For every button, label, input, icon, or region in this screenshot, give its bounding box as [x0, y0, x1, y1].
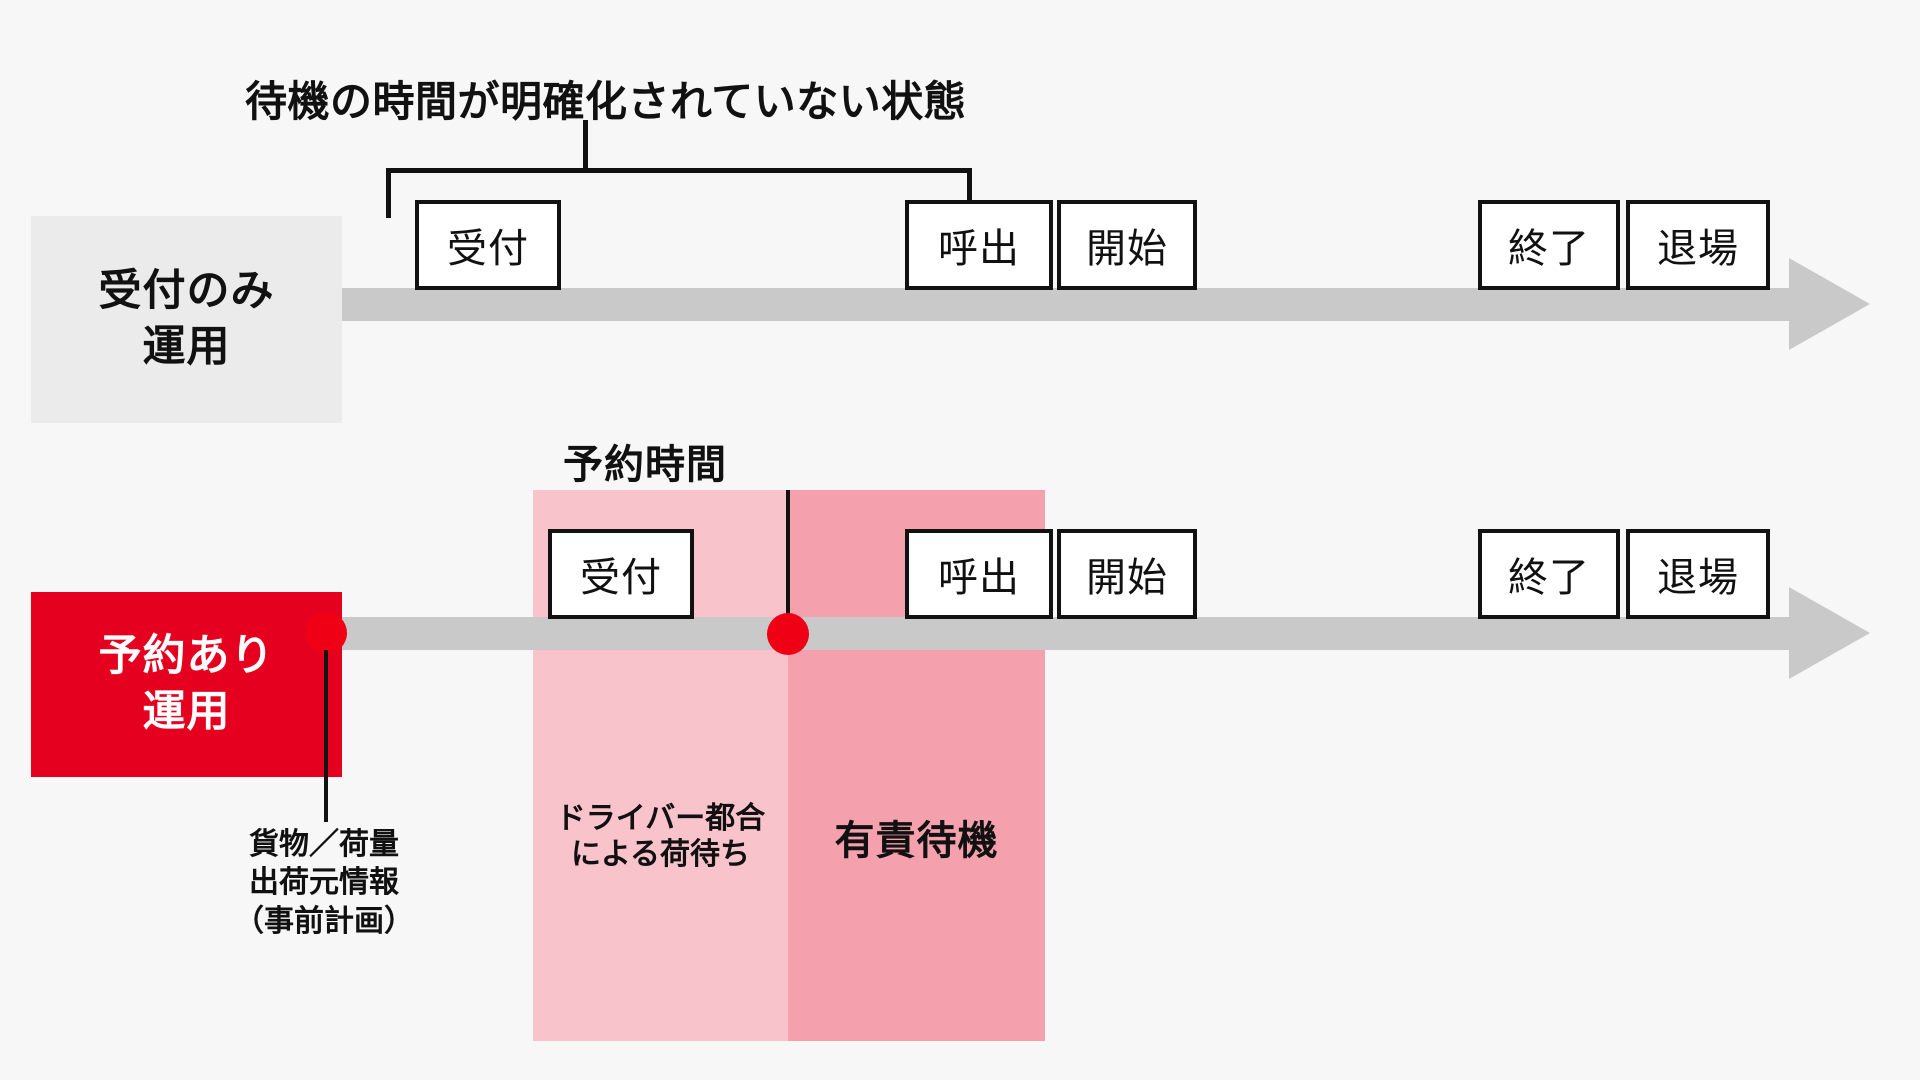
node-row2-exit[interactable]: 退場	[1626, 529, 1770, 619]
node-row2-start[interactable]: 開始	[1057, 529, 1197, 619]
reservation-time-leader	[786, 490, 790, 615]
reservation-time-dot	[767, 613, 809, 655]
node-row1-end[interactable]: 終了	[1478, 200, 1620, 290]
band-liable-waiting-label: 有責待機	[834, 818, 999, 865]
node-row1-reception[interactable]: 受付	[415, 200, 561, 290]
node-row2-reception[interactable]: 受付	[548, 529, 694, 619]
cargo-info-annotation: 貨物／荷量 出荷元情報 （事前計画）	[234, 827, 414, 939]
node-row1-start[interactable]: 開始	[1057, 200, 1197, 290]
timeline-track-row1	[342, 288, 1790, 321]
bracket-stem	[583, 120, 588, 172]
callout-title: 待機の時間が明確化されていない状態	[245, 77, 967, 126]
timeline-arrow-row1	[1789, 258, 1870, 350]
reservation-time-label: 予約時間	[563, 442, 727, 488]
cargo-info-leader	[324, 650, 328, 822]
timeline-track-row2	[342, 617, 1790, 650]
node-row1-exit[interactable]: 退場	[1626, 200, 1770, 290]
bracket-top-rail	[386, 168, 972, 173]
node-row2-end[interactable]: 終了	[1478, 529, 1620, 619]
node-row1-call[interactable]: 呼出	[905, 200, 1053, 290]
band-driver-waiting-label: ドライバー都合 による荷待ち	[555, 800, 766, 873]
node-row2-call[interactable]: 呼出	[905, 529, 1053, 619]
bracket-left-leg	[386, 168, 391, 218]
timeline-arrow-row2	[1789, 587, 1870, 679]
row-label-reception-only: 受付のみ 運用	[31, 216, 342, 423]
cargo-info-dot	[305, 612, 347, 654]
row-label-with-reservation: 予約あり 運用	[31, 592, 342, 777]
bracket-right-leg	[967, 168, 972, 218]
